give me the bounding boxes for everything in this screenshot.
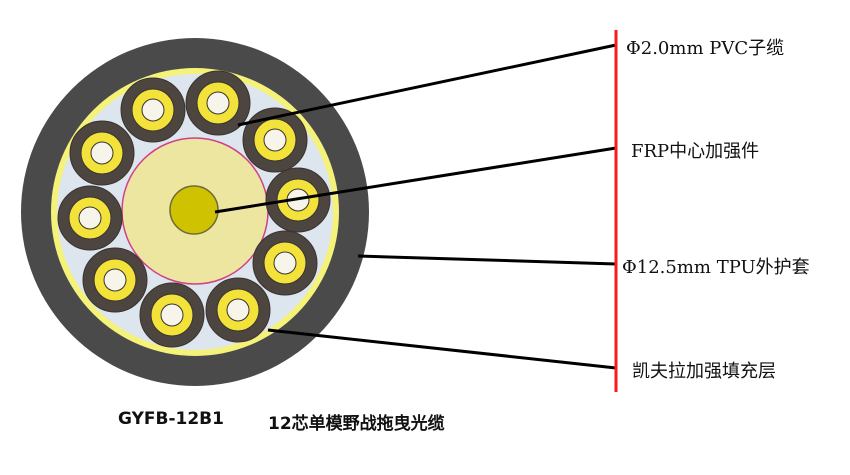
pvc-subcable — [120, 77, 186, 143]
label-frp: FRP中心加强件 — [631, 141, 760, 162]
pvc-subcable — [82, 247, 148, 313]
leader-line-pvc — [237, 43, 617, 127]
fiber — [206, 91, 230, 115]
fiber — [263, 128, 287, 152]
fiber — [141, 98, 165, 122]
pvc-subcable — [185, 70, 251, 136]
caption-description: 12芯单模野战拖曳光缆 — [268, 414, 445, 434]
leader-line-kevlar — [267, 328, 617, 370]
leader-line-tpu — [357, 254, 617, 266]
fiber — [90, 141, 114, 165]
pvc-subcable — [252, 230, 318, 296]
caption-model: GYFB-12B1 — [118, 409, 224, 429]
fiber — [273, 251, 297, 275]
pvc-subcable — [139, 282, 205, 348]
pvc-subcable — [57, 185, 123, 251]
label-kevlar: 凯夫拉加强填充层 — [632, 361, 776, 382]
fiber — [160, 303, 184, 327]
label-tpu-sheath: Φ12.5mm TPU外护套 — [622, 257, 810, 278]
pvc-subcable — [205, 277, 271, 343]
fiber — [226, 298, 250, 322]
frp-strength-member — [169, 185, 219, 235]
fiber — [78, 206, 102, 230]
pvc-subcable — [69, 120, 135, 186]
fiber — [103, 268, 127, 292]
label-pvc-subcable: Φ2.0mm PVC子缆 — [626, 38, 785, 59]
pvc-subcable — [242, 107, 308, 173]
leader-line-frp — [214, 146, 617, 214]
